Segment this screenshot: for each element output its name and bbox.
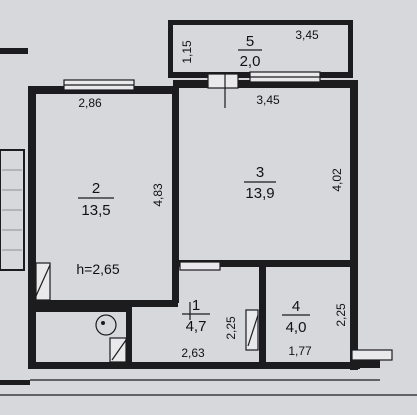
wall-room2-room3 — [172, 88, 179, 303]
door-room2-leaf — [35, 264, 51, 297]
stair-fragment — [0, 48, 30, 385]
wall-right — [350, 80, 358, 370]
balcony — [168, 20, 353, 78]
balcony-wall-left — [168, 20, 173, 78]
wall-hall-partition — [126, 307, 132, 362]
door-room3 — [179, 261, 221, 271]
dim-room3-width: 3,45 — [256, 93, 280, 107]
wall-left — [28, 86, 36, 316]
dim-bath-width: 1,77 — [288, 344, 312, 358]
door-entrance-leaf — [111, 339, 127, 361]
room-3-number: 3 — [256, 164, 264, 181]
dimension-ticks — [189, 72, 226, 320]
door-bath-leaf — [247, 314, 259, 347]
riser-circle — [95, 314, 117, 336]
room-2-area: 13,5 — [81, 202, 110, 219]
balcony-wall-top — [168, 20, 353, 25]
dim-room3-depth: 4,02 — [330, 168, 344, 192]
ceiling-height: h=2,65 — [76, 261, 119, 277]
dim-bath-depth: 2,25 — [334, 303, 348, 327]
stair-box — [0, 149, 25, 271]
dim-hall-width: 2,63 — [181, 346, 205, 360]
door-entrance — [109, 337, 127, 363]
room-1-number: 1 — [192, 297, 200, 314]
riser-dot — [101, 321, 105, 325]
interior-walls — [28, 88, 354, 362]
dim-balcony-width: 3,45 — [295, 28, 319, 42]
room-4-area: 4,0 — [286, 319, 307, 336]
room-5-area: 2,0 — [240, 53, 261, 70]
wall-under-room3 — [179, 260, 354, 267]
doors — [35, 261, 259, 363]
stair-wall-top — [0, 48, 28, 54]
room-3-area: 13,9 — [245, 185, 274, 202]
wall-top-room3 — [173, 80, 358, 88]
dim-balcony-depth: 1,15 — [180, 40, 194, 64]
wall-under-room2 — [28, 300, 178, 307]
lower-strip — [0, 379, 417, 396]
wall-right-lower — [350, 360, 380, 368]
room-1-area: 4,7 — [186, 318, 207, 335]
wall-hall-mid — [32, 306, 132, 312]
wall-bath-left — [259, 267, 266, 362]
dim-hall-depth: 2,25 — [224, 316, 238, 340]
riser-symbol — [95, 314, 117, 336]
door-bath — [245, 309, 259, 351]
windows — [63, 71, 393, 361]
room-2-number: 2 — [92, 180, 100, 197]
wall-left-lower — [28, 310, 36, 369]
neighbor-wall-bottom — [0, 380, 30, 385]
window-right — [351, 349, 393, 361]
wall-bottom — [30, 362, 360, 369]
room-5-number: 5 — [246, 33, 254, 50]
room-4-number: 4 — [292, 298, 300, 315]
balcony-wall-right — [348, 20, 353, 78]
window-room3 — [207, 73, 239, 89]
dim-room2-depth: 4,83 — [151, 183, 165, 207]
dim-room2-width: 2,86 — [78, 96, 102, 110]
